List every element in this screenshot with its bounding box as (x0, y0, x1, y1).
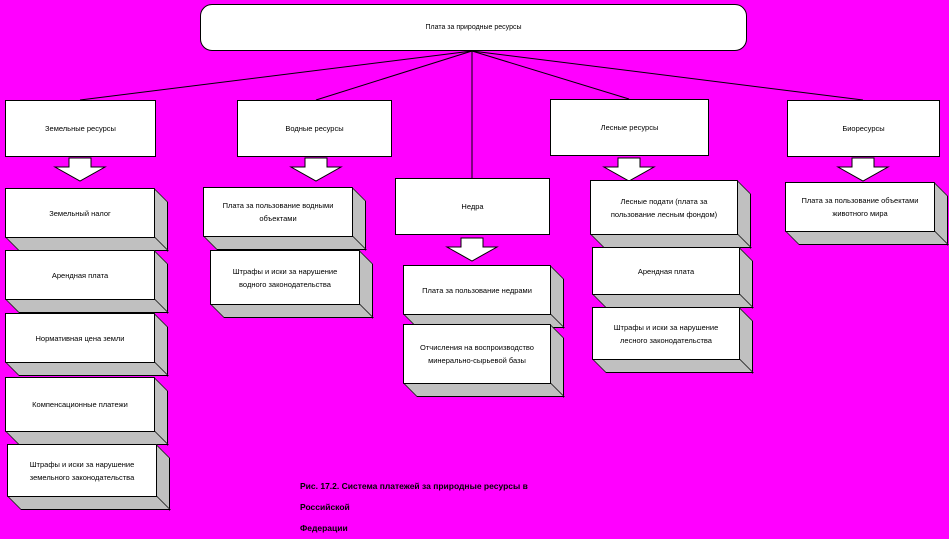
root-node: Плата за природные ресурсы (200, 4, 747, 51)
node-water-fines-label: Штрафы и иски за нарушение водного закон… (232, 266, 338, 289)
box-bottom-shadow (7, 496, 171, 510)
header-land-resources: Земельные ресурсы (5, 100, 156, 157)
figure-caption-line1: Рис. 17.2. Система платежей за природные… (300, 481, 528, 512)
box-bottom-shadow (203, 236, 367, 250)
box-bottom-shadow (210, 304, 374, 318)
header-forest-resources: Лесные ресурсы (550, 99, 709, 156)
box-bottom-shadow (5, 299, 169, 313)
node-water-use-fee: Плата за пользование водными объектами (203, 187, 367, 251)
header-subsoil-label: Недра (461, 202, 484, 211)
node-land-compensation: Компенсационные платежи (5, 377, 169, 446)
box-bottom-shadow (592, 294, 754, 308)
header-water-resources-label: Водные ресурсы (285, 124, 344, 133)
box-bottom-shadow (5, 362, 169, 376)
node-mineral-base-deductions: Отчисления на воспроизводство минерально… (403, 324, 565, 398)
diagram-canvas: Плата за природные ресурсы Земельные рес… (5, 4, 949, 533)
node-forest-taxes-label: Лесные подати (плата за пользование лесн… (610, 196, 718, 219)
node-water-use-fee-label: Плата за пользование водными объектами (222, 201, 334, 223)
node-forest-fines: Штрафы и иски за нарушение лесного закон… (592, 307, 754, 374)
node-land-tax-label: Земельный налог (49, 208, 111, 218)
node-land-compensation-label: Компенсационные платежи (32, 400, 128, 409)
node-mineral-base-deductions-label: Отчисления на воспроизводство минерально… (420, 343, 534, 365)
figure-caption-line2: Федерации (300, 523, 348, 533)
node-land-rent-label: Арендная плата (51, 270, 109, 280)
node-water-fines: Штрафы и иски за нарушение водного закон… (210, 250, 374, 319)
node-wildlife-use-fee-label: Плата за пользование объектами животного… (801, 196, 919, 218)
node-forest-rent: Арендная плата (592, 247, 754, 309)
node-wildlife-use-fee: Плата за пользование объектами животного… (785, 182, 949, 246)
down-arrow-icon (289, 157, 343, 182)
figure-caption: Рис. 17.2. Система платежей за природные… (300, 476, 560, 539)
box-bottom-shadow (592, 359, 754, 373)
node-subsoil-use-fee: Плата за пользование недрами (403, 265, 565, 329)
down-arrow-icon (836, 157, 890, 182)
down-arrow-icon (53, 157, 107, 182)
down-arrow-icon (602, 157, 656, 182)
header-subsoil: Недра (395, 178, 550, 235)
header-bio-resources: Биоресурсы (787, 100, 940, 157)
root-node-label: Плата за природные ресурсы (425, 24, 522, 31)
box-bottom-shadow (5, 237, 169, 251)
header-land-resources-label: Земельные ресурсы (45, 124, 116, 133)
node-land-fines-label: Штрафы и иски за нарушение земельного за… (29, 459, 135, 482)
header-forest-resources-label: Лесные ресурсы (600, 123, 659, 132)
node-land-normative-price-label: Нормативная цена земли (35, 333, 125, 343)
header-bio-resources-label: Биоресурсы (842, 124, 885, 133)
header-water-resources: Водные ресурсы (237, 100, 392, 157)
box-bottom-shadow (590, 234, 752, 248)
node-land-normative-price: Нормативная цена земли (5, 313, 169, 377)
node-land-tax: Земельный налог (5, 188, 169, 252)
box-bottom-shadow (5, 431, 169, 445)
box-bottom-shadow (785, 231, 949, 245)
node-forest-rent-label: Арендная плата (637, 266, 695, 276)
box-bottom-shadow (403, 383, 565, 397)
node-land-fines: Штрафы и иски за нарушение земельного за… (7, 444, 171, 511)
down-arrow-icon (445, 237, 499, 262)
connector-lines (79, 50, 864, 178)
node-forest-fines-label: Штрафы и иски за нарушение лесного закон… (613, 322, 719, 345)
node-subsoil-use-fee-label: Плата за пользование недрами (422, 285, 532, 295)
node-land-rent: Арендная плата (5, 250, 169, 314)
node-forest-taxes: Лесные подати (плата за пользование лесн… (590, 180, 752, 249)
